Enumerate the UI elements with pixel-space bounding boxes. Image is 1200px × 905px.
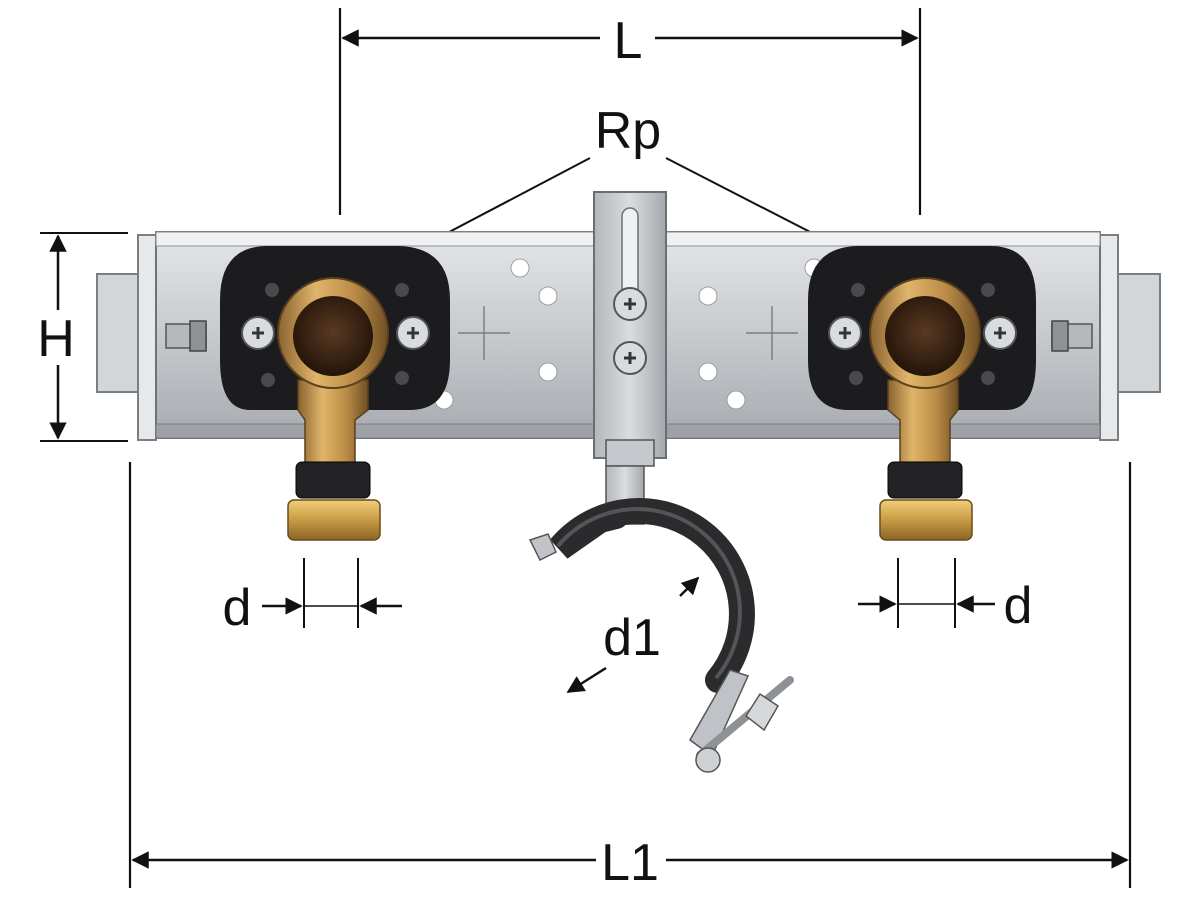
dimension-L1: L1 (128, 462, 1132, 892)
end-bolt-right (1051, 320, 1093, 352)
wall-outlet-left (220, 246, 450, 541)
mounting-hole (726, 390, 746, 410)
label-d-left: d (223, 579, 252, 637)
clamp-wing-nut (745, 692, 780, 732)
gasket-hole (849, 371, 863, 385)
gasket-hole (395, 283, 409, 297)
dimension-L: L (338, 8, 922, 215)
clamp-band-highlight (556, 507, 742, 680)
label-L: L (614, 12, 643, 70)
screw-icon (828, 316, 862, 350)
clamp-tab-top (528, 533, 557, 562)
dim-arrow-d1-b (566, 666, 607, 694)
center-bracket (593, 191, 667, 525)
screw-icon (613, 341, 647, 375)
rail-endcap-right (1099, 234, 1119, 441)
press-sleeve-right (887, 461, 963, 499)
gasket-hole (261, 373, 275, 387)
mounting-hole (698, 286, 718, 306)
dim-arrow-d1-a (679, 576, 700, 597)
dimension-d-right: d (858, 558, 1032, 635)
gasket-hole (395, 371, 409, 385)
cross-mark-right (746, 306, 798, 360)
mounting-hole (510, 258, 530, 278)
label-d1: d1 (603, 609, 661, 667)
dimension-d1: d1 (566, 576, 700, 694)
clamp-screw (696, 676, 794, 759)
label-H: H (37, 310, 75, 368)
dimension-H: H (37, 232, 128, 442)
screw-icon (396, 316, 430, 350)
press-ring-left (287, 499, 381, 541)
gasket-hole (981, 283, 995, 297)
pipe-clamp (528, 498, 794, 773)
bracket-nut (605, 439, 655, 467)
dimension-d-left: d (223, 558, 402, 637)
outlet-bore-left (293, 296, 373, 376)
outlet-bore-right (885, 296, 965, 376)
label-L1: L1 (601, 834, 659, 892)
screw-icon (241, 316, 275, 350)
press-ring-right (879, 499, 973, 541)
end-bolt-left (165, 320, 207, 352)
wall-outlet-right (808, 246, 1036, 541)
screw-icon (613, 287, 647, 321)
mounting-hole (698, 362, 718, 382)
label-Rp: Rp (595, 102, 661, 160)
mounting-hole (538, 286, 558, 306)
gasket-hole (851, 283, 865, 297)
press-sleeve-left (295, 461, 371, 499)
rail-endcap-left (137, 234, 157, 441)
clamp-screw-head (695, 747, 721, 773)
label-d-right: d (1004, 577, 1033, 635)
gasket-hole (981, 371, 995, 385)
mounting-hole (538, 362, 558, 382)
gasket-hole (265, 283, 279, 297)
cross-mark-left (458, 306, 510, 360)
screw-icon (983, 316, 1017, 350)
